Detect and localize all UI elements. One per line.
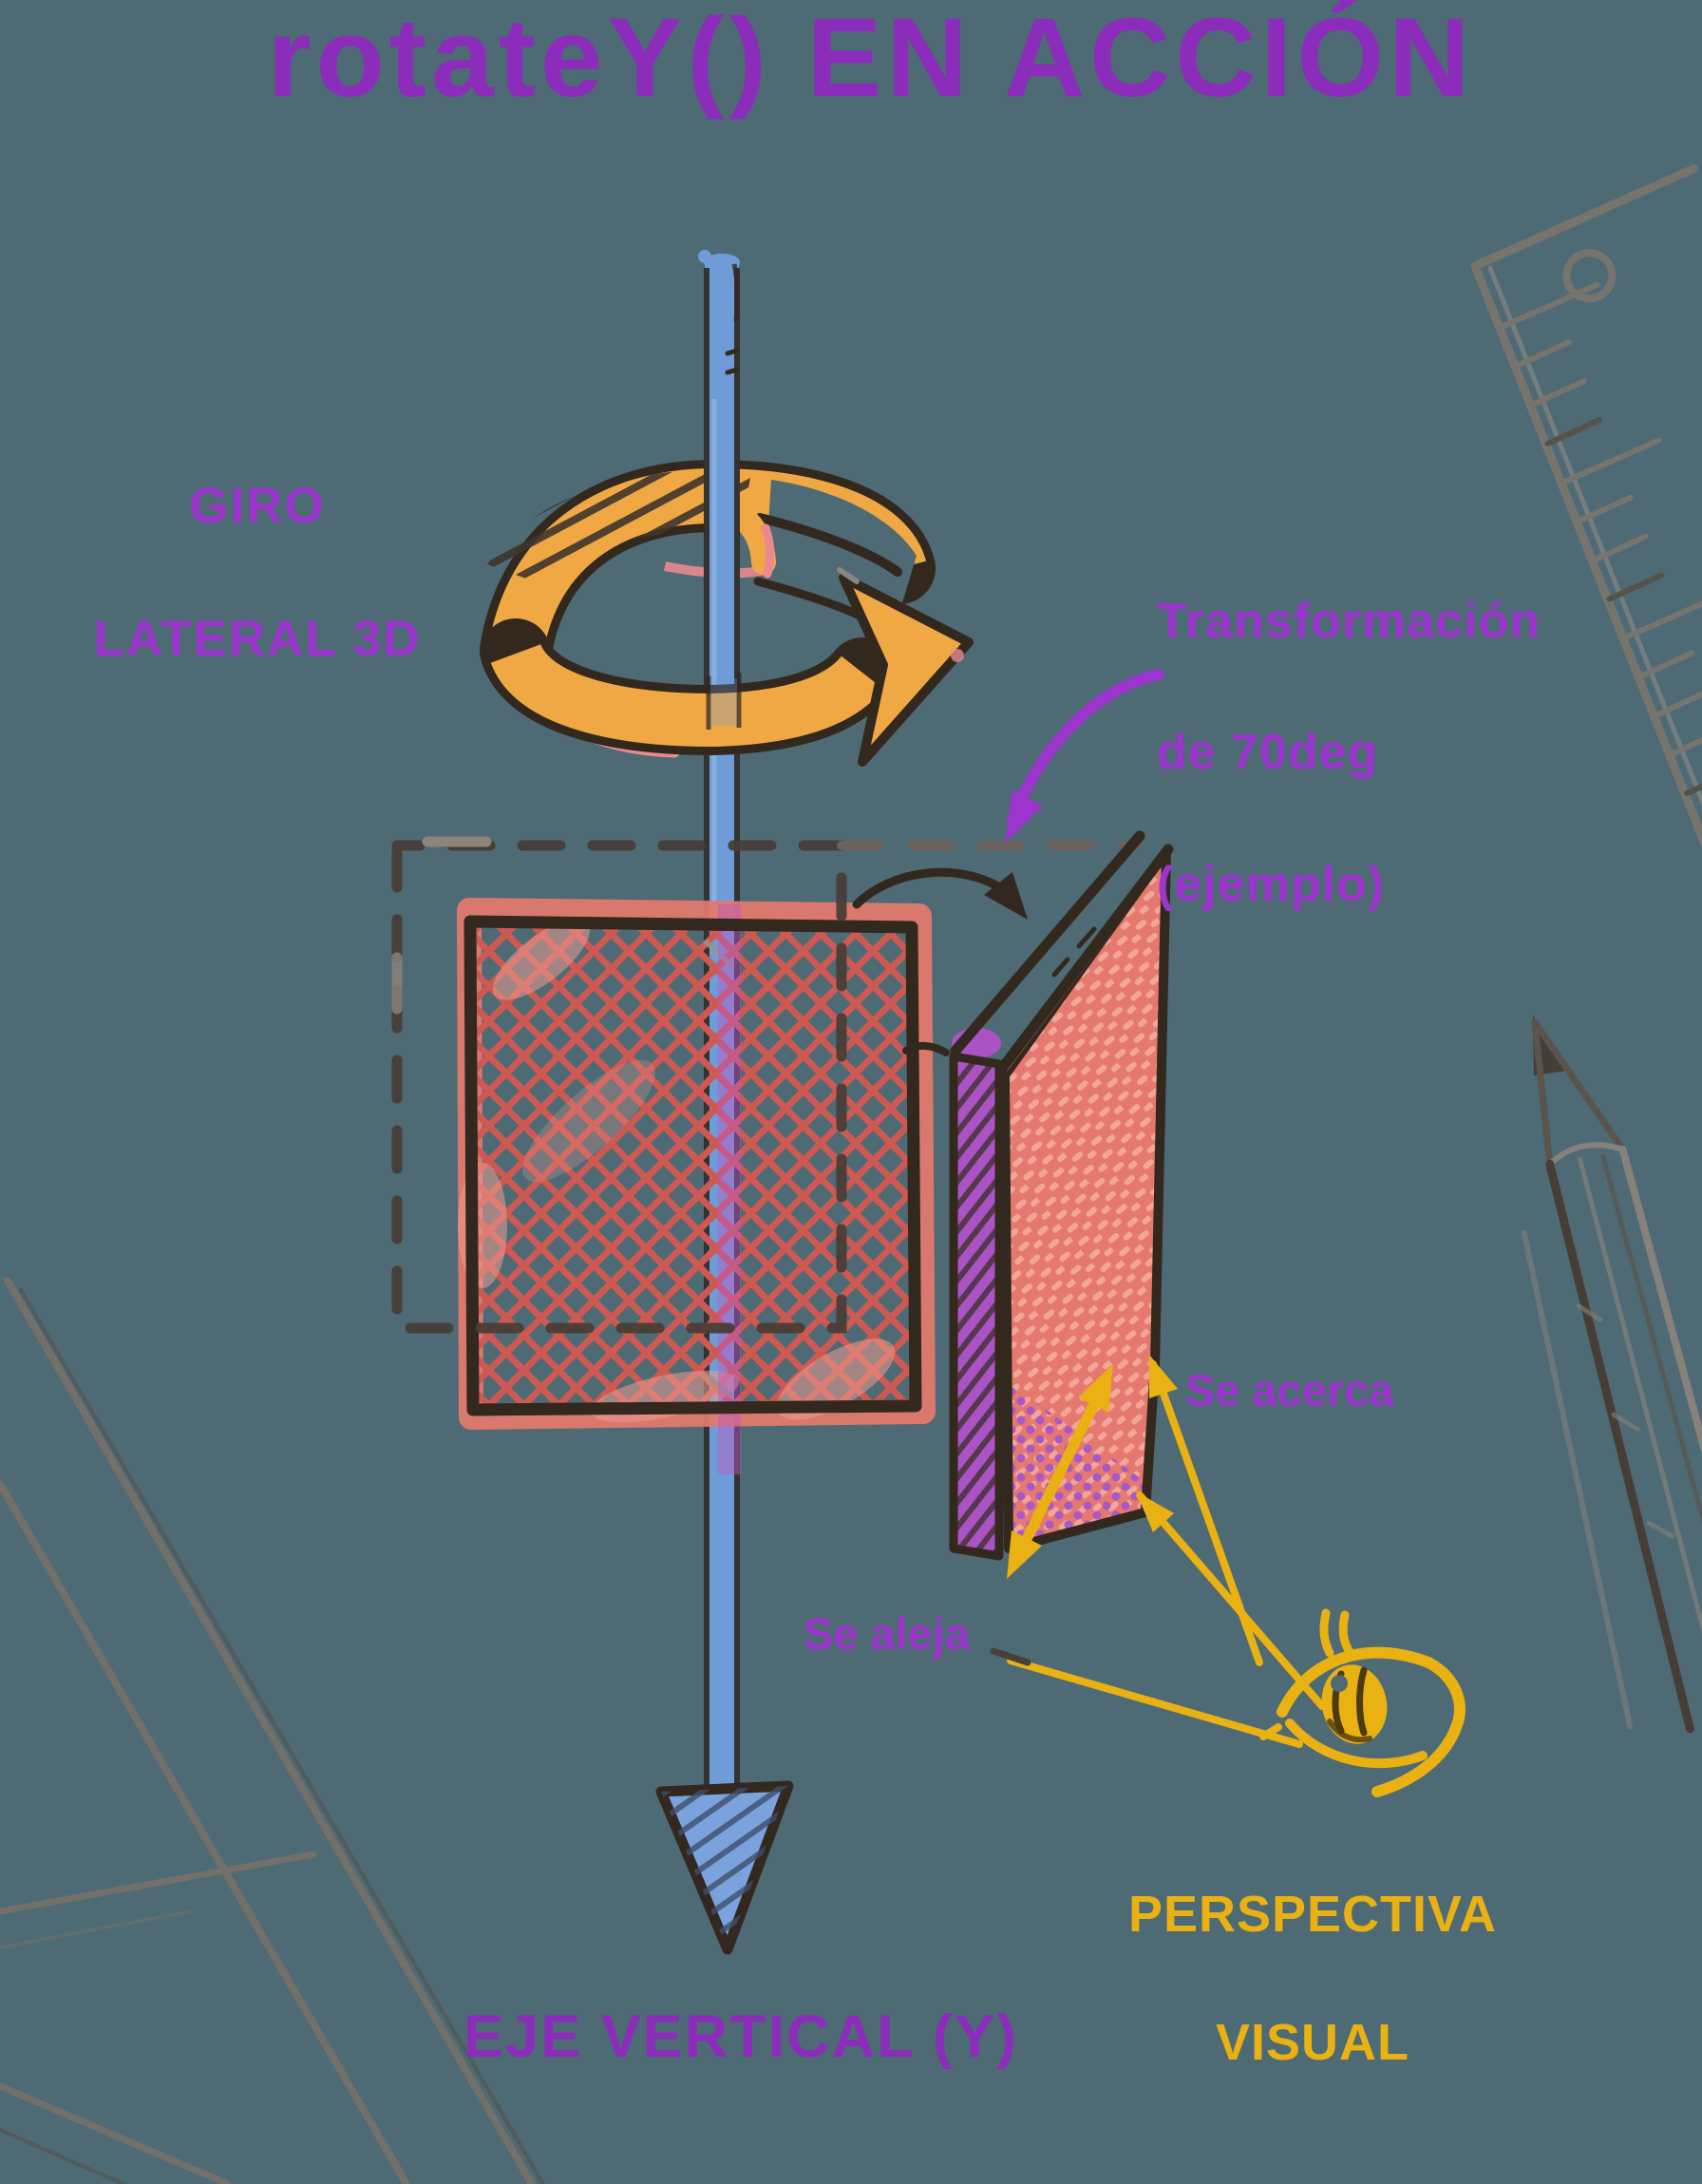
callout-curved-arrow bbox=[1005, 669, 1164, 844]
rotation-label-line2: LATERAL 3D bbox=[93, 610, 422, 667]
perspective-label-line2: VISUAL bbox=[1215, 2014, 1410, 2071]
transform-callout-line1: Transformación bbox=[1157, 594, 1541, 649]
perspective-label-line1: PERSPECTIVA bbox=[1127, 1886, 1498, 1943]
approach-label: Se acerca bbox=[1185, 1365, 1394, 1415]
depth-double-arrow bbox=[1007, 1364, 1113, 1579]
sight-line-middle bbox=[1136, 1491, 1326, 1710]
rotation-ring-front bbox=[481, 567, 974, 767]
ghost-outline-dashed bbox=[391, 836, 1141, 1334]
eye-icon bbox=[1259, 1608, 1466, 1797]
set-square-sketch-icon bbox=[0, 1277, 545, 2184]
pencil-sketch-icon bbox=[1521, 1015, 1702, 1734]
transform-arc-arrow bbox=[852, 867, 1028, 920]
ruler-sketch-icon bbox=[1470, 164, 1702, 1065]
rotated-panel bbox=[902, 830, 1174, 1561]
axis-label: EJE VERTICAL (Y) bbox=[463, 2004, 1018, 2070]
sight-lines bbox=[990, 1355, 1326, 1748]
transform-callout-line3: (ejemplo) bbox=[1157, 856, 1386, 912]
axis-arrowhead bbox=[655, 1780, 794, 1955]
perspective-label: PERSPECTIVA VISUAL bbox=[1075, 1883, 1550, 2076]
transform-callout-line2: de 70deg bbox=[1157, 725, 1379, 781]
rotation-ring-back bbox=[480, 459, 936, 687]
rotation-label-line1: GIRO bbox=[189, 478, 326, 534]
circular-rotation-arrow-icon bbox=[480, 459, 936, 687]
element-square bbox=[457, 898, 936, 1474]
page-title: rotateY() EN ACCIÓN bbox=[267, 0, 1475, 121]
axis-overlap-tint bbox=[718, 904, 741, 1474]
rotation-ring-arrowhead bbox=[839, 573, 974, 767]
sight-line-lower bbox=[1007, 1657, 1303, 1748]
rotation-label: GIRO LATERAL 3D bbox=[53, 473, 462, 673]
panel-edge bbox=[949, 1052, 1004, 1561]
transform-callout-label: Transformación de 70deg (ejemplo) bbox=[1157, 589, 1541, 918]
recede-label: Se aleja bbox=[804, 1608, 971, 1659]
